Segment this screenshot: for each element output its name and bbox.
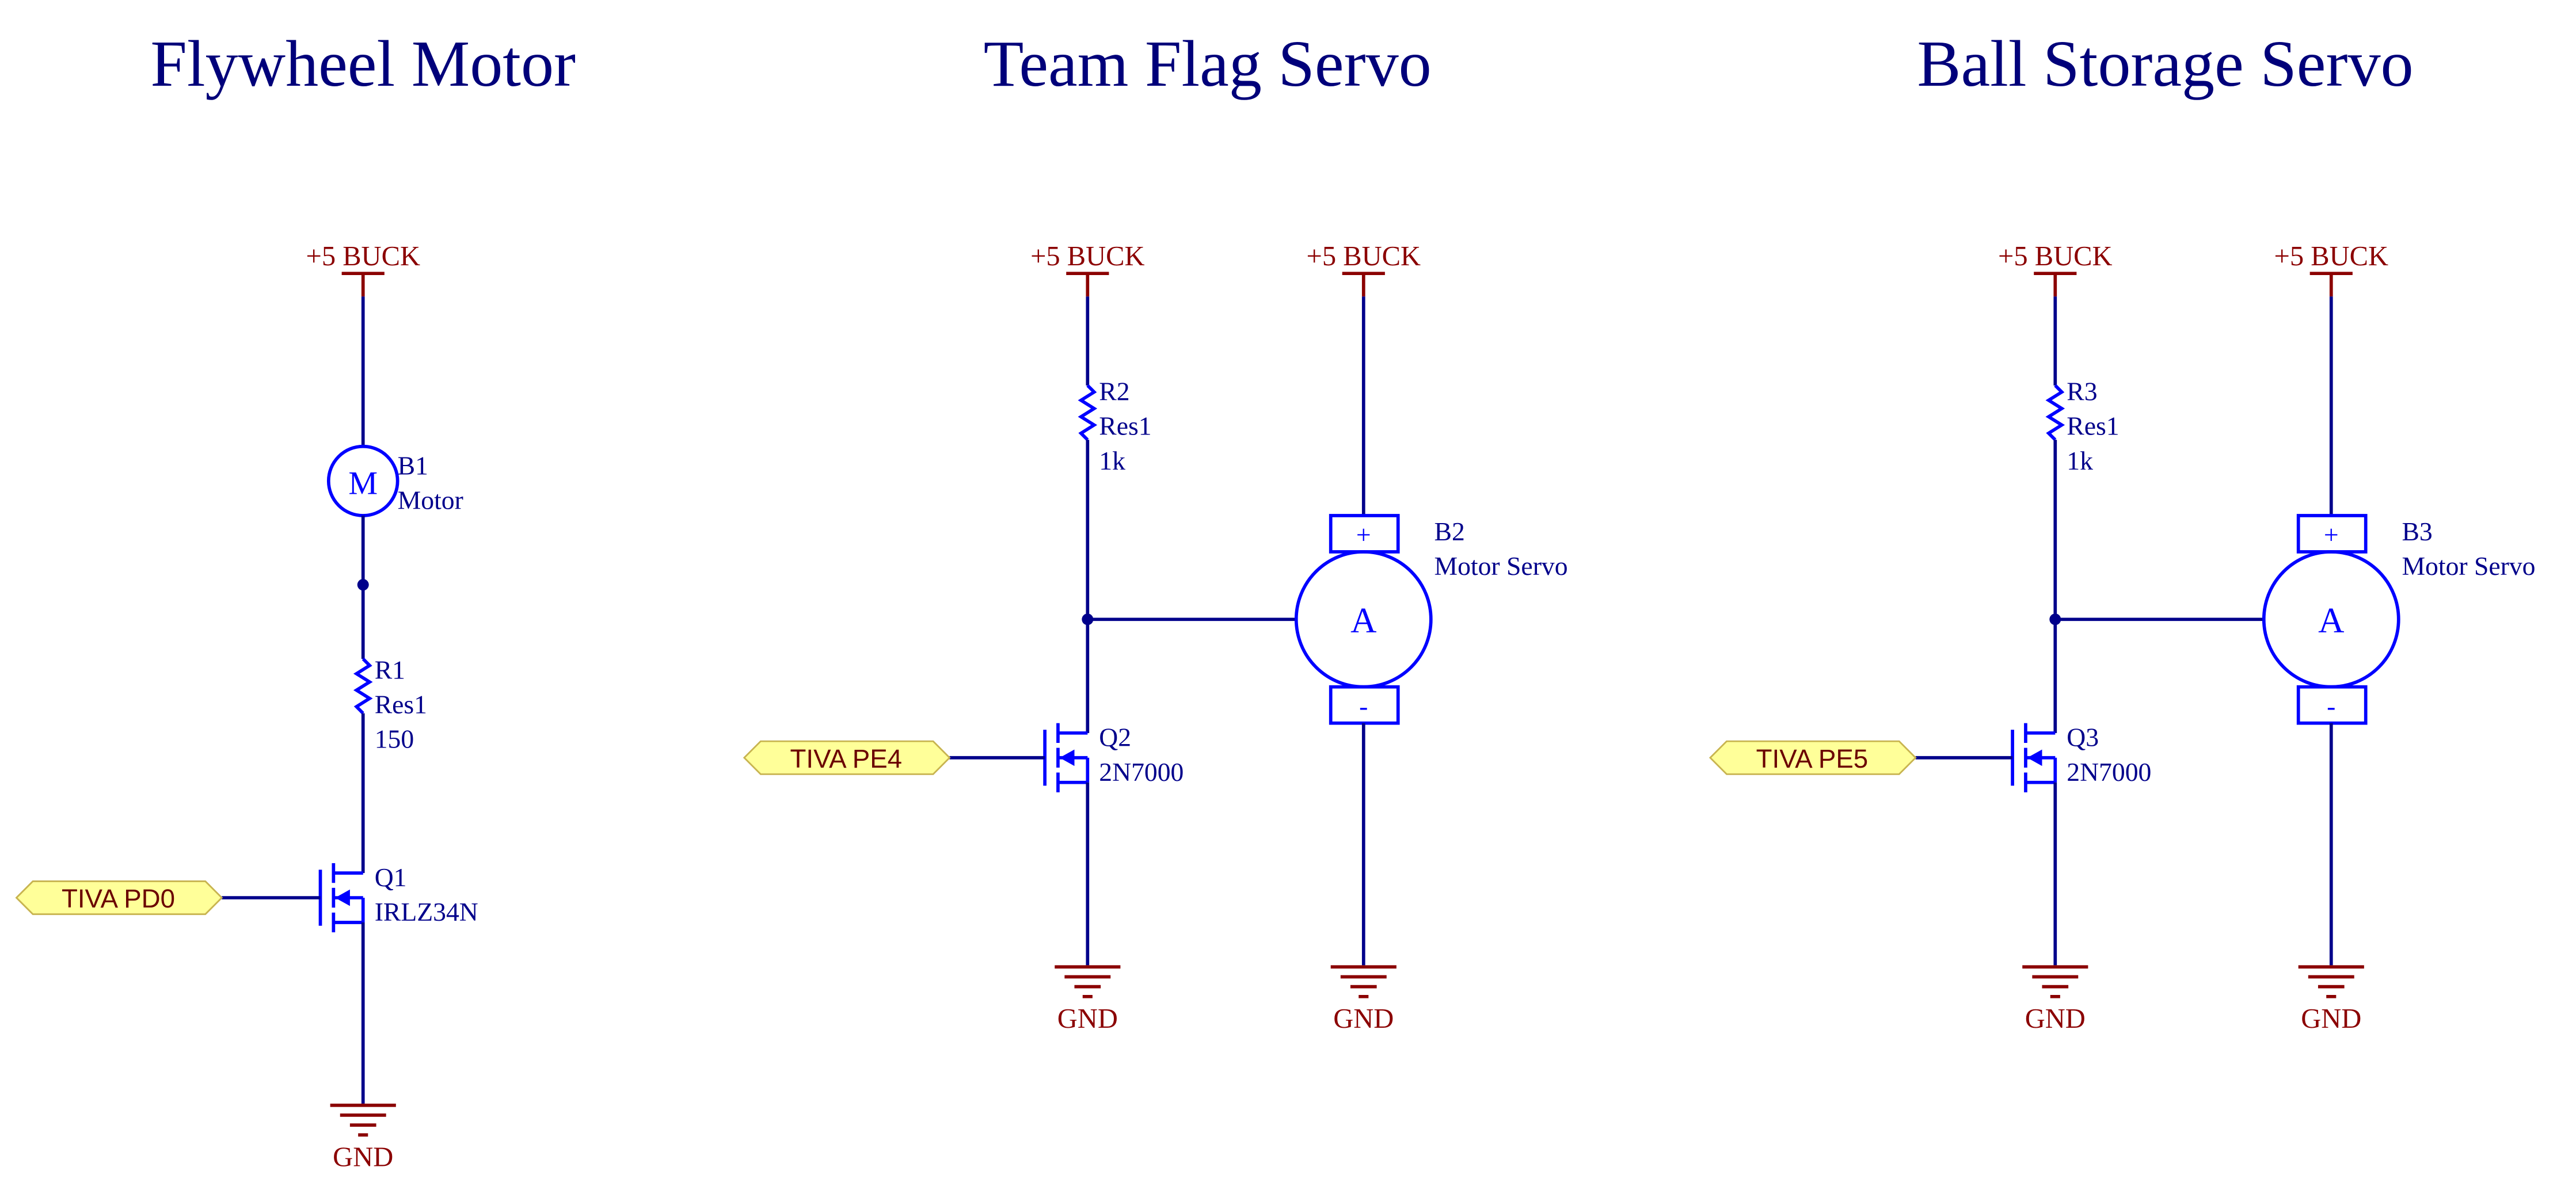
power-symbol: +5 BUCK xyxy=(1307,241,1421,297)
resistor-r1: R1 Res1 150 xyxy=(353,655,427,754)
power-symbol: +5 BUCK xyxy=(306,241,420,297)
resistor-r3: R3 Res1 1k xyxy=(2045,377,2120,475)
ground-label: GND xyxy=(1057,1003,1118,1034)
ground-symbol: GND xyxy=(2298,965,2364,1034)
section-ball-storage-servo: Ball Storage Servo +5 BUCK +5 BUCK R3 Re… xyxy=(1709,27,2536,1034)
ground-symbol: GND xyxy=(330,1103,396,1173)
resistor-r2: R2 Res1 1k xyxy=(1078,377,1152,475)
servo-minus-sign: - xyxy=(2327,691,2335,720)
resistor-value: 1k xyxy=(1099,446,1125,475)
motor-designator: B1 xyxy=(398,451,428,480)
resistor-part: Res1 xyxy=(2067,411,2119,441)
fet-designator: Q2 xyxy=(1099,723,1131,752)
section-title: Team Flag Servo xyxy=(984,27,1432,100)
port-tiva-pe4: TIVA PE4 xyxy=(743,740,951,775)
servo-plus-sign: + xyxy=(1356,520,1371,550)
servo-value: Motor Servo xyxy=(2402,551,2535,581)
resistor-designator: R1 xyxy=(375,655,405,684)
power-label: +5 BUCK xyxy=(1307,241,1421,272)
mosfet-q2: Q2 2N7000 xyxy=(1043,723,1184,792)
port-label: TIVA PD0 xyxy=(62,884,175,913)
port-label: TIVA PE4 xyxy=(790,744,903,773)
ground-label: GND xyxy=(2301,1003,2361,1034)
fet-designator: Q1 xyxy=(375,863,407,892)
motor-b1: M B1 Motor xyxy=(326,444,463,517)
ground-label: GND xyxy=(2025,1003,2086,1034)
power-label: +5 BUCK xyxy=(1030,241,1144,272)
port-tiva-pd0: TIVA PD0 xyxy=(15,880,223,916)
motor-value: Motor xyxy=(398,485,463,514)
power-symbol: +5 BUCK xyxy=(1998,241,2113,297)
ground-label: GND xyxy=(1333,1003,1394,1034)
resistor-part: Res1 xyxy=(1099,411,1151,441)
section-flywheel-motor: Flywheel Motor +5 BUCK M B1 Motor R1 Res… xyxy=(15,27,576,1173)
power-label: +5 BUCK xyxy=(1998,241,2112,272)
motor-symbol: M xyxy=(348,466,378,502)
ground-label: GND xyxy=(333,1142,393,1173)
section-title: Flywheel Motor xyxy=(150,27,576,100)
servo-symbol: A xyxy=(1350,600,1376,640)
servo-designator: B3 xyxy=(2402,517,2432,546)
ground-symbol: GND xyxy=(1330,965,1397,1034)
mosfet-q3: Q3 2N7000 xyxy=(2011,723,2151,792)
resistor-designator: R3 xyxy=(2067,377,2097,406)
mosfet-q1: Q1 IRLZ34N xyxy=(318,863,478,933)
ground-symbol: GND xyxy=(2022,965,2088,1034)
servo-symbol: A xyxy=(2318,600,2344,640)
junction-dot xyxy=(357,579,369,591)
servo-designator: B2 xyxy=(1435,517,1465,546)
fet-part: IRLZ34N xyxy=(375,897,478,926)
resistor-part: Res1 xyxy=(375,689,427,719)
servo-plus-sign: + xyxy=(2324,520,2339,550)
power-symbol: +5 BUCK xyxy=(2274,241,2388,297)
fet-part: 2N7000 xyxy=(2067,757,2151,787)
power-label: +5 BUCK xyxy=(2274,241,2388,272)
servo-b3: + A - B3 Motor Servo xyxy=(2262,514,2536,725)
section-title: Ball Storage Servo xyxy=(1917,27,2413,100)
fet-designator: Q3 xyxy=(2067,723,2099,752)
power-label: +5 BUCK xyxy=(306,241,420,272)
port-label: TIVA PE5 xyxy=(1756,744,1869,773)
section-team-flag-servo: Team Flag Servo +5 BUCK +5 BUCK R2 Res1 … xyxy=(743,27,1568,1034)
power-symbol: +5 BUCK xyxy=(1030,241,1145,297)
port-tiva-pe5: TIVA PE5 xyxy=(1709,740,1917,775)
resistor-value: 150 xyxy=(375,724,414,754)
servo-value: Motor Servo xyxy=(1435,551,1568,581)
resistor-designator: R2 xyxy=(1099,377,1129,406)
servo-minus-sign: - xyxy=(1359,691,1368,720)
fet-part: 2N7000 xyxy=(1099,757,1184,787)
resistor-value: 1k xyxy=(2067,446,2093,475)
ground-symbol: GND xyxy=(1055,965,1121,1034)
servo-b2: + A - B2 Motor Servo xyxy=(1294,514,1568,725)
